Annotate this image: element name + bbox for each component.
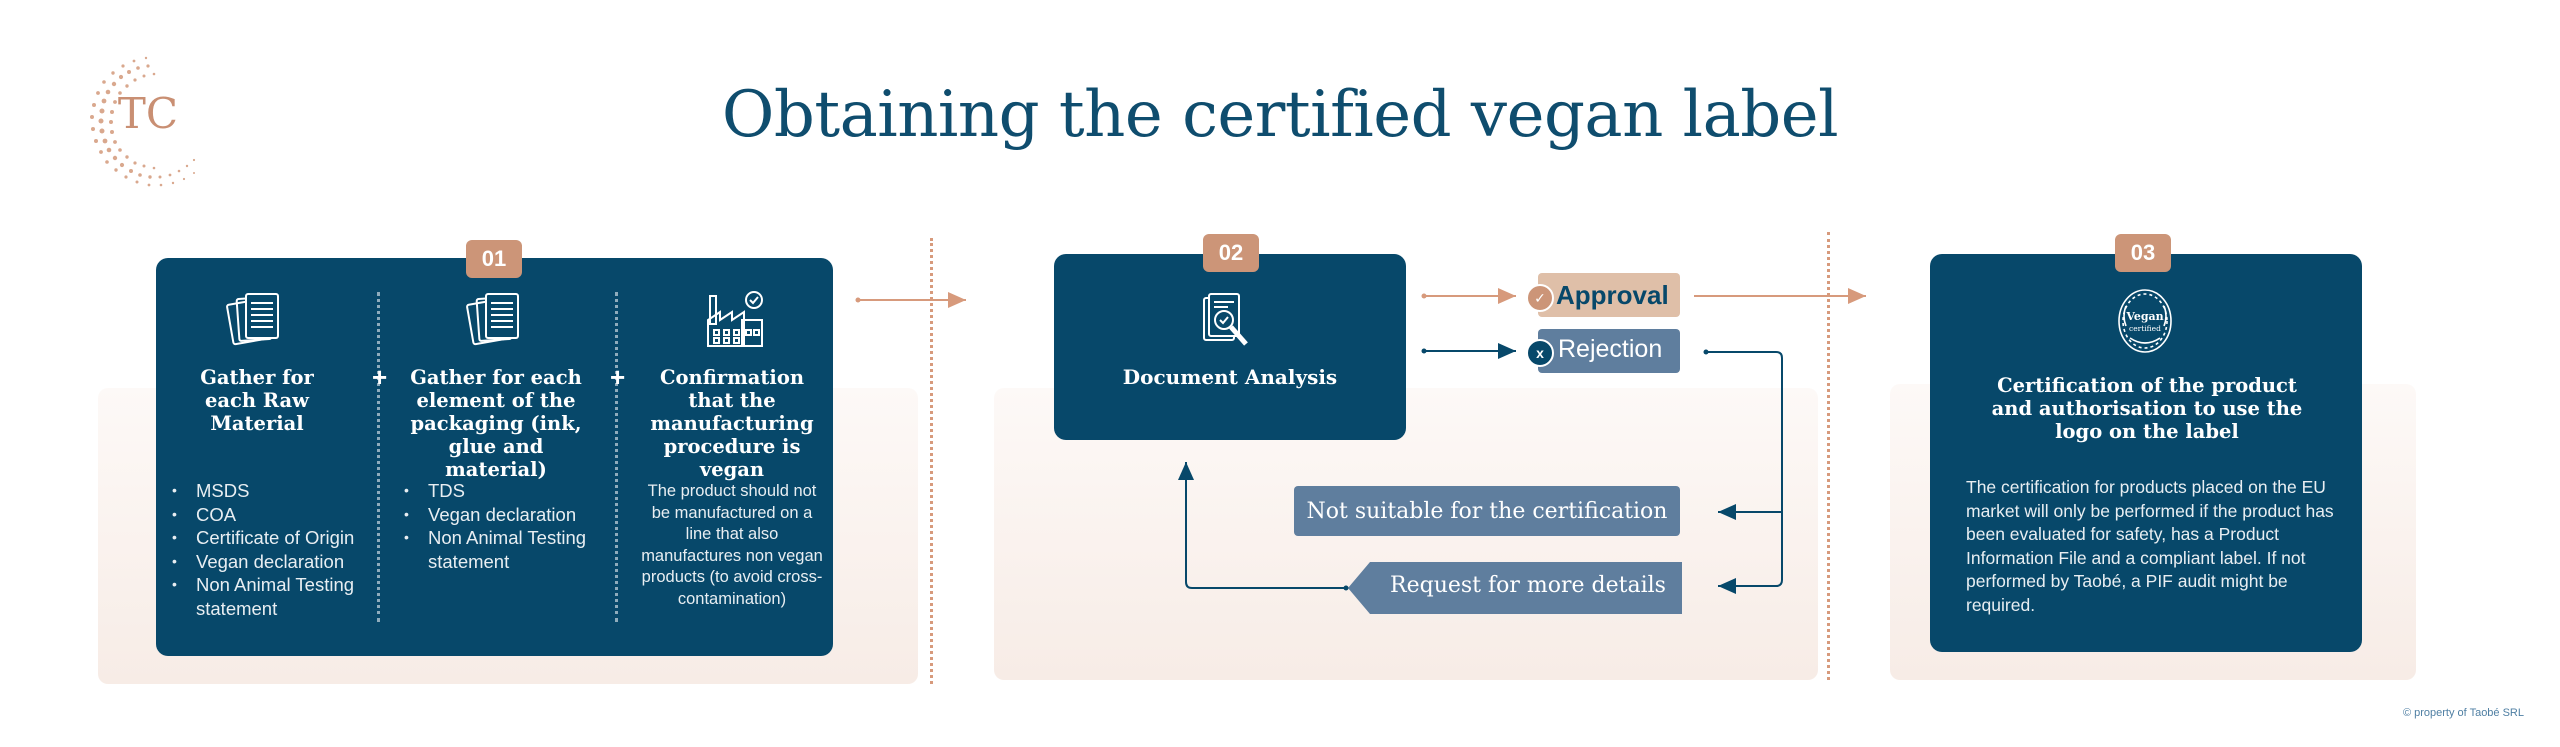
logo: TC [88,56,222,198]
step1-col2-list: TDS Vegan declaration Non Animal Testing… [400,479,600,573]
list-item: COA [168,503,368,527]
list-item: Non Animal Testing statement [168,573,368,620]
step1-col2-heading: Gather for each element of the packaging… [410,366,582,481]
step1-col1-heading: Gather for each Raw Material [200,366,314,435]
factory-icon [704,290,766,350]
copyright-footer: © property of Taobé SRL [2402,707,2524,719]
plus-sign: + [372,362,388,392]
not-suitable-box: Not suitable for the certification [1294,486,1680,536]
list-item: Vegan declaration [400,503,600,527]
vegan-seal-icon: Vegan certified [2112,286,2178,356]
step2-card [1054,254,1406,440]
documents-icon [466,292,526,348]
request-details-label: Request for more details [1390,573,1666,598]
step1-badge: 01 [466,240,522,278]
page-title: Obtaining the certified vegan label [721,78,1839,152]
list-item: Certificate of Origin [168,526,368,550]
column-divider [615,292,618,622]
plus-sign: + [610,362,626,392]
list-item: TDS [400,479,600,503]
list-item: Vegan declaration [168,550,368,574]
list-item: Non Animal Testing statement [400,526,600,573]
approval-label: Approval [1556,280,1669,310]
step1-col3-text: The product should not be manufactured o… [641,482,823,608]
step-separator [1827,232,1830,680]
step2-heading: Document Analysis [1122,365,1338,389]
step1-col3-heading: Confirmation that the manufacturing proc… [650,366,814,481]
seal-subtitle: certified [2129,324,2161,333]
rejection-pill [1538,329,1680,373]
x-icon: x [1526,339,1554,367]
step3-heading: Certification of the product and authori… [1991,374,2303,443]
step3-card [1930,254,2362,652]
approval-pill [1538,273,1680,317]
rejection-label: Rejection [1558,335,1663,363]
column-divider [377,292,380,622]
seal-title: Vegan [2125,310,2163,323]
step2-badge: 02 [1203,234,1259,272]
logo-monogram: TC [118,89,178,138]
documents-icon [226,292,286,348]
taobe-logo-icon: TC [90,56,196,187]
document-search-icon [1200,292,1256,352]
request-details-box [1348,562,1682,614]
step3-text: The certification for products placed on… [1966,477,2334,615]
step1-col1-list: MSDS COA Certificate of Origin Vegan dec… [168,479,368,620]
step-separator [930,238,933,684]
step3-badge: 03 [2115,234,2171,272]
check-icon: ✓ [1526,284,1554,312]
list-item: MSDS [168,479,368,503]
